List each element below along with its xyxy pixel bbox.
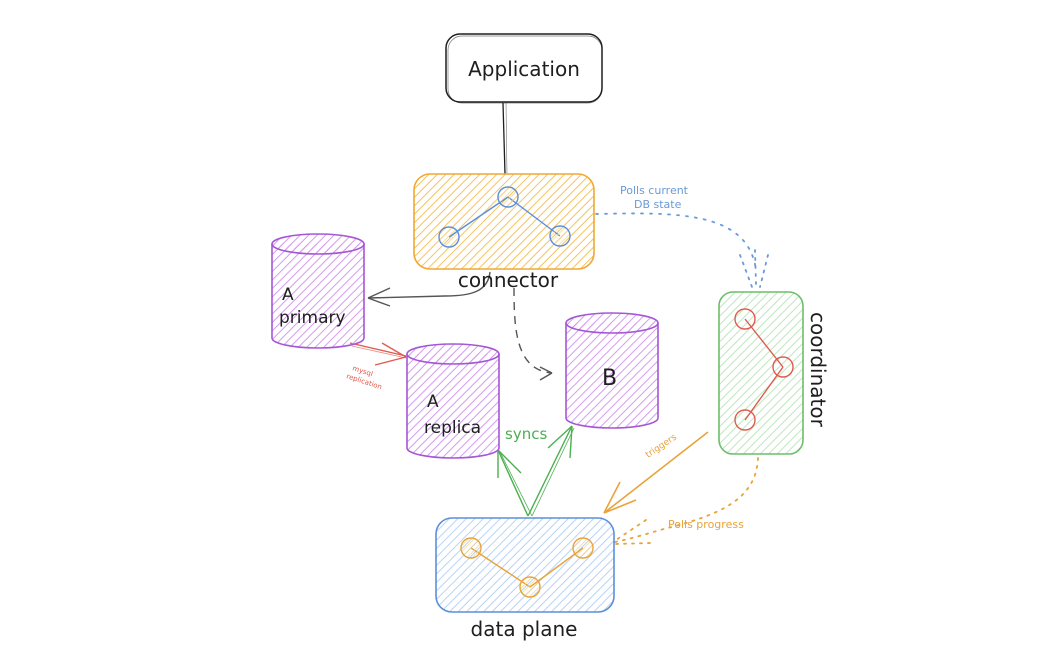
connector-graph-icon [438,186,571,248]
node-data-plane[interactable]: data plane [435,517,615,641]
a-replica-label-line1: A [427,392,439,412]
label-polls-db-state-line2: DB state [634,198,682,211]
node-a-primary[interactable]: A primary [271,233,365,349]
application-label: Application [468,57,580,81]
a-primary-label-line1: A [282,285,294,305]
node-application[interactable]: Application [445,33,603,104]
label-polls-db-state-line1: Polls current [620,184,689,197]
node-b[interactable]: B [565,312,659,429]
data-plane-label: data plane [471,617,578,641]
a-replica-label-line2: replica [424,418,481,438]
label-triggers: triggers [644,432,679,460]
edge-application-connector [502,102,508,175]
node-coordinator[interactable]: coordinator [718,291,830,455]
coordinator-label: coordinator [806,312,830,428]
node-connector[interactable]: connector [413,173,595,292]
edge-connector-b [513,287,553,381]
data-plane-graph-icon [460,537,594,598]
edge-polls-db-state [595,212,769,288]
b-label: B [602,366,617,391]
label-syncs: syncs [505,425,547,443]
edge-triggers [603,431,709,514]
node-a-replica[interactable]: A replica [406,343,500,459]
edge-mysql-replication [349,342,407,366]
label-polls-progress: Polls progress [668,518,744,531]
edge-syncs [497,425,575,517]
edge-connector-a-primary [367,271,491,307]
connector-label: connector [458,268,559,292]
coordinator-graph-icon [734,308,794,431]
edge-polls-progress [614,457,759,545]
a-primary-label-line2: primary [279,308,346,328]
